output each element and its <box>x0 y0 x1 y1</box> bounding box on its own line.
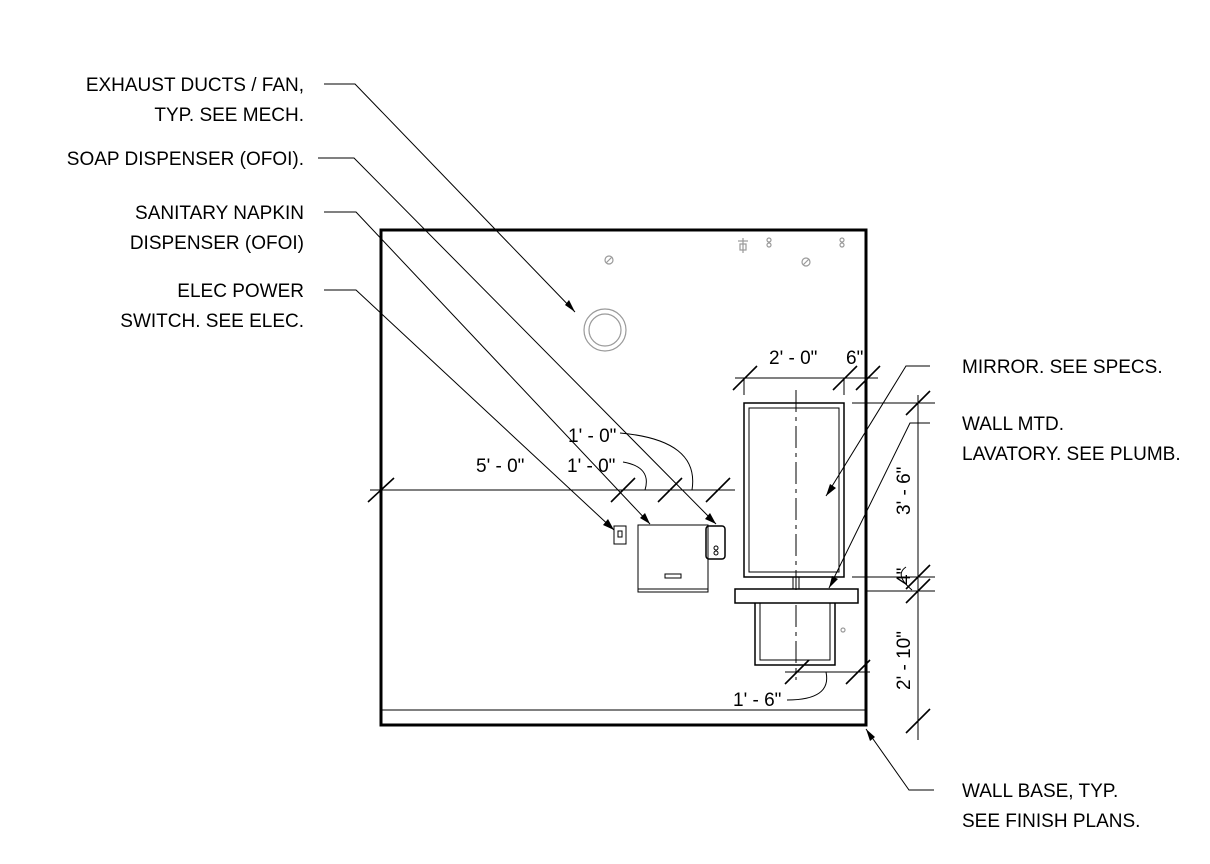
dimension-1-0-upper: 1' - 0" <box>568 426 616 447</box>
dimension-5-0: 5' - 0" <box>476 456 524 477</box>
label-exhaust-line2: TYP. SEE MECH. <box>154 105 304 126</box>
label-soap: SOAP DISPENSER (OFOI). <box>67 149 304 170</box>
dimension-leader-arc <box>619 432 694 491</box>
arrowhead <box>829 576 838 588</box>
label-lavatory-line1: WALL MTD. <box>962 414 1064 435</box>
dimension-tick <box>610 477 636 503</box>
leader-wall-base <box>865 728 934 791</box>
dimension-leader-arc <box>786 671 828 701</box>
arrowhead <box>603 519 614 530</box>
background-fixtures <box>604 237 845 267</box>
electrical-switch <box>613 525 627 545</box>
dimension-tick <box>855 365 881 391</box>
callout-leaders <box>318 83 934 791</box>
wall-mounted-lavatory <box>734 576 859 680</box>
leader-mirror <box>825 365 930 497</box>
arrowhead <box>705 513 716 524</box>
dimension-tick <box>705 477 731 503</box>
dimension-tick <box>657 477 683 503</box>
leader-napkin <box>324 211 651 525</box>
arrowhead <box>565 300 575 312</box>
callout-labels-right: MIRROR. SEE SPECS. WALL MTD. LAVATORY. S… <box>962 357 1181 832</box>
exhaust-fan <box>583 308 627 352</box>
arrowhead <box>640 513 650 524</box>
dimension-tick <box>732 365 758 391</box>
dimension-leader-arc <box>622 461 647 491</box>
leader-elec <box>324 289 615 531</box>
dimension-lav-offset: 1' - 6" <box>733 690 781 711</box>
soap-dispenser <box>705 525 726 560</box>
label-napkin-line1: SANITARY NAPKIN <box>135 203 304 224</box>
wall-elevation-outline <box>379 228 868 727</box>
dimension-mirror-width: 2' - 0" <box>769 348 817 369</box>
label-lavatory-line2: LAVATORY. SEE PLUMB. <box>962 444 1181 465</box>
dimension-lines <box>367 365 935 740</box>
dimension-tick <box>905 578 931 604</box>
leader-exhaust <box>324 83 576 313</box>
callout-labels-left: EXHAUST DUCTS / FAN, TYP. SEE MECH. SOAP… <box>67 75 304 332</box>
leader-soap <box>318 157 717 525</box>
dimension-mirror-height: 3' - 6" <box>894 467 915 515</box>
dimension-gap: 4" <box>894 568 915 585</box>
label-exhaust-line1: EXHAUST DUCTS / FAN, <box>86 75 304 96</box>
arrowhead <box>826 484 836 496</box>
label-elec-line2: SWITCH. SEE ELEC. <box>120 311 304 332</box>
dimension-mirror-offset: 6" <box>846 348 863 369</box>
dimension-tick <box>905 390 931 416</box>
dimension-leader-arc <box>900 566 913 591</box>
label-elec-line1: ELEC POWER <box>177 281 304 302</box>
dimension-tick <box>905 708 931 734</box>
label-mirror: MIRROR. SEE SPECS. <box>962 357 1163 378</box>
dimension-tick <box>832 365 858 391</box>
sanitary-napkin-dispenser <box>637 524 709 593</box>
leader-lavatory <box>828 422 930 589</box>
dimension-tick <box>905 564 931 590</box>
dimension-1-0-lower: 1' - 0" <box>567 456 615 477</box>
arrowhead <box>866 729 875 741</box>
label-wall-base-line1: WALL BASE, TYP. <box>962 781 1118 802</box>
dimension-tick <box>845 659 871 685</box>
dimension-lav-height: 2' - 10" <box>894 631 915 690</box>
dimension-texts: 5' - 0" 1' - 0" 1' - 0" 2' - 0" 6" 3' - … <box>476 348 915 711</box>
label-wall-base-line2: SEE FINISH PLANS. <box>962 811 1140 832</box>
dimension-tick <box>784 659 810 685</box>
dimension-tick <box>367 477 395 503</box>
label-napkin-line2: DISPENSER (OFOI) <box>130 233 304 254</box>
